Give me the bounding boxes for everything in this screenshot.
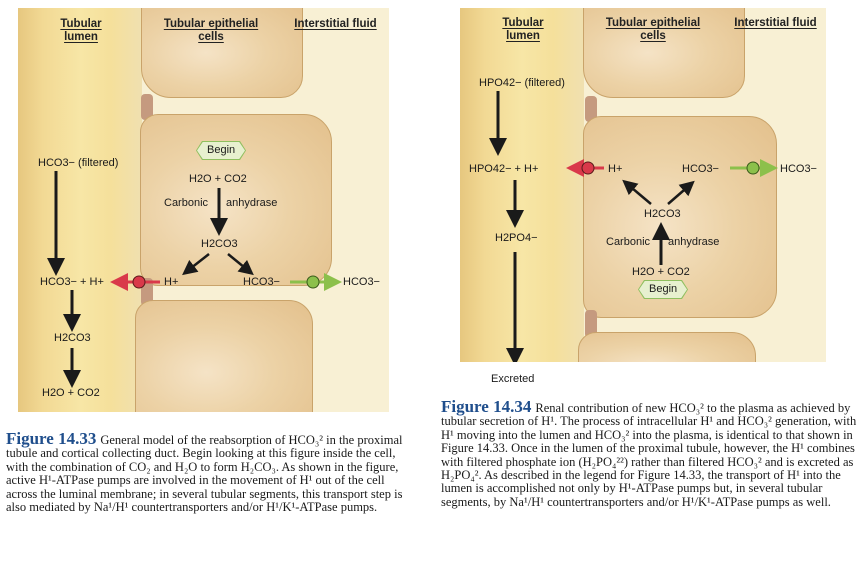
label-h2o-co2-cell: H2O + CO2: [632, 266, 690, 278]
header-interstitial-fluid: Interstitial fluid: [734, 17, 817, 29]
label-h2co3-cell: H2CO3: [644, 208, 681, 220]
label-hpo4-filtered: HPO42− (filtered): [479, 77, 565, 89]
label-hco3-cell: HCO3−: [243, 276, 280, 288]
tight-junction-lower: [585, 310, 597, 338]
begin-marker: Begin: [639, 281, 687, 298]
h-pump-icon: [132, 275, 146, 289]
header-tubular-lumen: Tubular lumen: [60, 18, 102, 43]
figure-14-33-diagram: Tubular lumen Tubular epithelial cells I…: [18, 8, 389, 412]
figure-14-33-arrows: [47, 171, 342, 388]
label-h-plus-cell: H+: [164, 276, 179, 288]
arrow-to-hco3: [227, 253, 254, 276]
arrow-to-hco3: [667, 180, 695, 205]
hco3-transporter-icon: [746, 161, 760, 175]
label-h2o-co2-lumen: H2O + CO2: [42, 387, 100, 399]
label-hco3-interstitial: HCO3−: [343, 276, 380, 288]
label-hpo4-h: HPO42− + H+: [469, 163, 539, 175]
tubular-lumen-region: [18, 8, 142, 412]
label-anhydrase: anhydrase: [668, 236, 720, 248]
label-h2co3-cell: H2CO3: [201, 238, 238, 250]
upper-epithelial-cell: [141, 8, 303, 98]
hco3-transporter-icon: [306, 275, 320, 289]
lower-epithelial-cell: [135, 300, 313, 412]
figure-14-34-number: Figure 14.34: [441, 397, 532, 416]
lower-epithelial-cell: [578, 332, 756, 362]
h-pump-icon: [581, 161, 595, 175]
label-h2o-co2-cell: H2O + CO2: [189, 173, 247, 185]
figure-14-34-caption-text: Renal contribution of new HCO₃² to the p…: [441, 401, 857, 509]
label-hco3-cell: HCO3−: [682, 163, 719, 175]
label-hco3-h-lumen: HCO3− + H+: [40, 276, 104, 288]
figure-14-33-number: Figure 14.33: [6, 429, 97, 448]
label-h2co3-lumen: H2CO3: [54, 332, 91, 344]
header-interstitial-fluid: Interstitial fluid: [294, 18, 377, 30]
figure-14-34-diagram: Tubular lumen Tubular epithelial cells I…: [460, 8, 826, 362]
label-excreted: Excreted: [491, 373, 535, 385]
tight-junction-upper: [585, 96, 597, 122]
label-hco3-filtered: HCO3− (filtered): [38, 157, 119, 169]
figure-14-33-caption-text: General model of the reabsorption of HCO…: [6, 433, 403, 515]
header-tubular-epithelial-cells: Tubular epithelial cells: [605, 17, 701, 42]
arrow-to-h-plus: [622, 179, 652, 205]
label-h2po4: H2PO4−: [495, 232, 538, 244]
header-tubular-lumen: Tubular lumen: [502, 17, 544, 42]
arrow-to-h-plus: [182, 253, 210, 276]
tight-junction-upper: [141, 94, 153, 120]
label-h-plus-cell: H+: [608, 163, 623, 175]
label-anhydrase: anhydrase: [226, 197, 278, 209]
begin-marker: Begin: [197, 142, 245, 159]
label-carbonic: Carbonic: [164, 197, 209, 209]
figure-14-34-arrows: [489, 91, 778, 362]
label-hco3-interstitial: HCO3−: [780, 163, 817, 175]
tubular-lumen-region: [460, 8, 584, 362]
label-carbonic: Carbonic: [606, 236, 651, 248]
upper-epithelial-cell: [583, 8, 745, 98]
header-tubular-epithelial-cells: Tubular epithelial cells: [163, 18, 259, 43]
